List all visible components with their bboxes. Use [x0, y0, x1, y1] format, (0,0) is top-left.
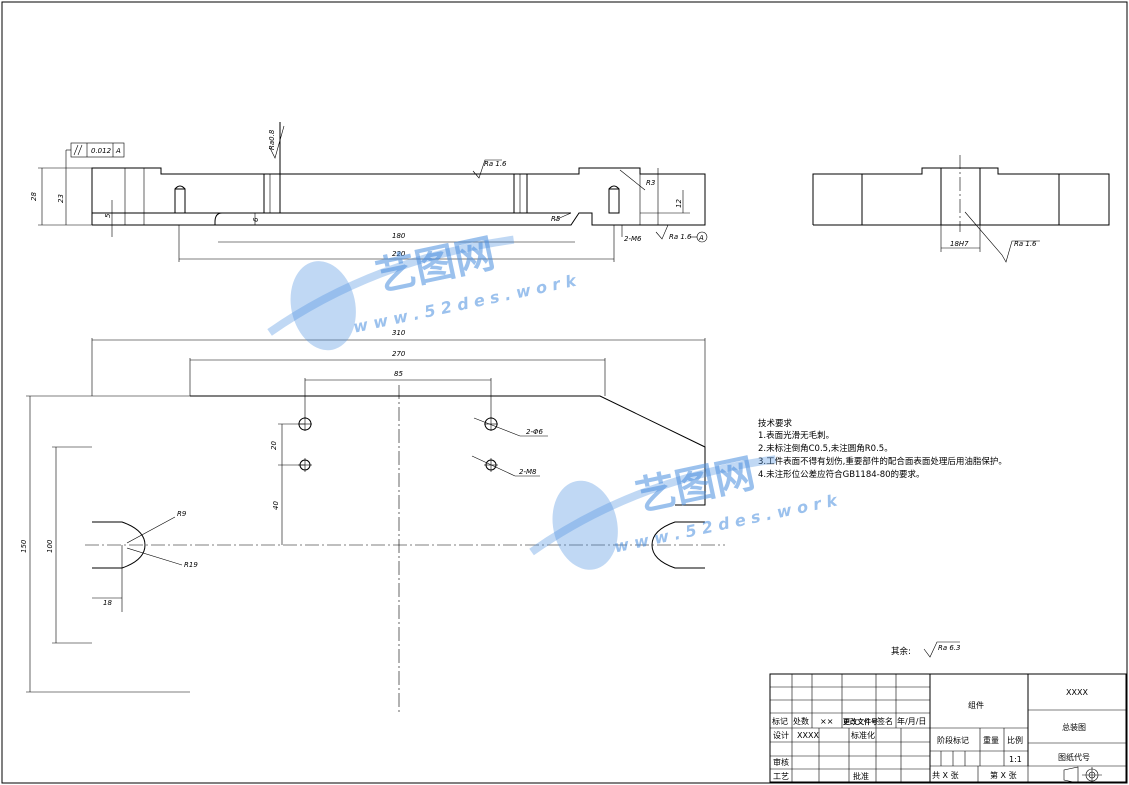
dim-150: 150: [20, 539, 28, 553]
tb-weight: 重量: [983, 735, 999, 745]
tb-craft: 工艺: [773, 772, 789, 781]
tb-date: 年/月/日: [897, 716, 926, 726]
dim-r3: R3: [646, 179, 655, 187]
ra-08: Ra0.8: [268, 129, 276, 150]
datum-circle-label: A: [698, 234, 704, 242]
roughness-icon: [923, 641, 960, 658]
tb-design: 设计: [773, 730, 789, 740]
tb-code: 图纸代号: [1058, 752, 1090, 762]
dim-270: 270: [392, 350, 406, 358]
dim-310: 310: [392, 329, 406, 337]
tb-mark: 标记: [772, 716, 788, 726]
watermark-globe-icon: [552, 480, 618, 570]
watermark-globe-icon: [290, 261, 356, 351]
tb-scale-value: 1:1: [1009, 755, 1022, 764]
ra-16-side: Ra 1.6: [1014, 240, 1037, 248]
dim-2-phi6: 2-Φ6: [526, 428, 543, 436]
tb-approve: 批准: [853, 771, 869, 781]
dim-23: 23: [57, 194, 65, 203]
dim-100: 100: [46, 539, 54, 553]
ra-16-top: Ra 1.6: [484, 160, 507, 168]
rest-roughness-label: 其余:: [891, 646, 911, 657]
dim-28: 28: [30, 192, 38, 201]
dim-2-m6: 2-M6: [624, 235, 642, 243]
dim-6: 6: [252, 217, 260, 222]
tb-sheet-no: 第 X 张: [990, 770, 1017, 780]
tb-name: 总装图: [1062, 722, 1086, 732]
dim-r9: R9: [177, 510, 187, 518]
watermark-1: 艺图网 w w w . 5 2 d e s . w o r k: [267, 231, 579, 351]
tb-sign: 签名: [877, 716, 893, 726]
dim-40: 40: [272, 501, 280, 510]
rest-roughness-value: Ra 6.3: [938, 644, 961, 652]
watermark-swoosh-icon: [267, 235, 515, 336]
tb-doc: 更改文件号: [843, 717, 878, 726]
tb-sheets-total: 共 X 张: [932, 771, 959, 780]
side-view: [812, 155, 1110, 263]
dim-18: 18: [103, 599, 112, 607]
tb-designer: XXXX: [797, 731, 819, 740]
section-view: [38, 122, 708, 262]
dim-5: 5: [104, 213, 112, 218]
gdt-tolerance: 0.012: [91, 147, 112, 155]
tech-req-item-3: 3.工件表面不得有划伤,重要部件的配合面表面处理后用油脂保护。: [758, 456, 1007, 467]
tb-part: 组件: [968, 700, 984, 710]
tb-xx: ××: [820, 717, 833, 726]
dim-18h7: 18H7: [950, 240, 969, 248]
tech-req-title: 技术要求: [758, 418, 793, 429]
dim-180: 180: [392, 232, 406, 240]
dim-85: 85: [394, 370, 403, 378]
tb-review: 审核: [773, 757, 789, 767]
dim-2-m8: 2-M8: [519, 468, 537, 476]
dim-220: 220: [392, 250, 406, 258]
plan-view: [26, 338, 725, 712]
tb-scale: 比例: [1007, 735, 1023, 745]
tech-req-item-1: 1.表面光滑无毛刺。: [758, 430, 834, 441]
gdt-datum: A: [115, 147, 121, 155]
tech-req-item-4: 4.未注形位公差应符合GB1184-80的要求。: [758, 469, 925, 480]
tb-stage: 阶段标记: [937, 735, 969, 745]
tb-count: 处数: [793, 716, 809, 726]
ra-16-right: Ra 1.6: [669, 233, 692, 241]
watermark-swoosh-icon: [529, 455, 777, 556]
tech-req-item-2: 2.未标注倒角C0.5,未注圆角R0.5。: [758, 443, 893, 454]
dim-r5: R5: [551, 215, 561, 223]
dim-12: 12: [675, 199, 683, 208]
title-block: [769, 673, 1127, 784]
dim-r19: R19: [184, 561, 198, 569]
tb-company: XXXX: [1066, 688, 1088, 697]
dim-20: 20: [270, 441, 278, 450]
tb-std: 标准化: [851, 730, 875, 740]
